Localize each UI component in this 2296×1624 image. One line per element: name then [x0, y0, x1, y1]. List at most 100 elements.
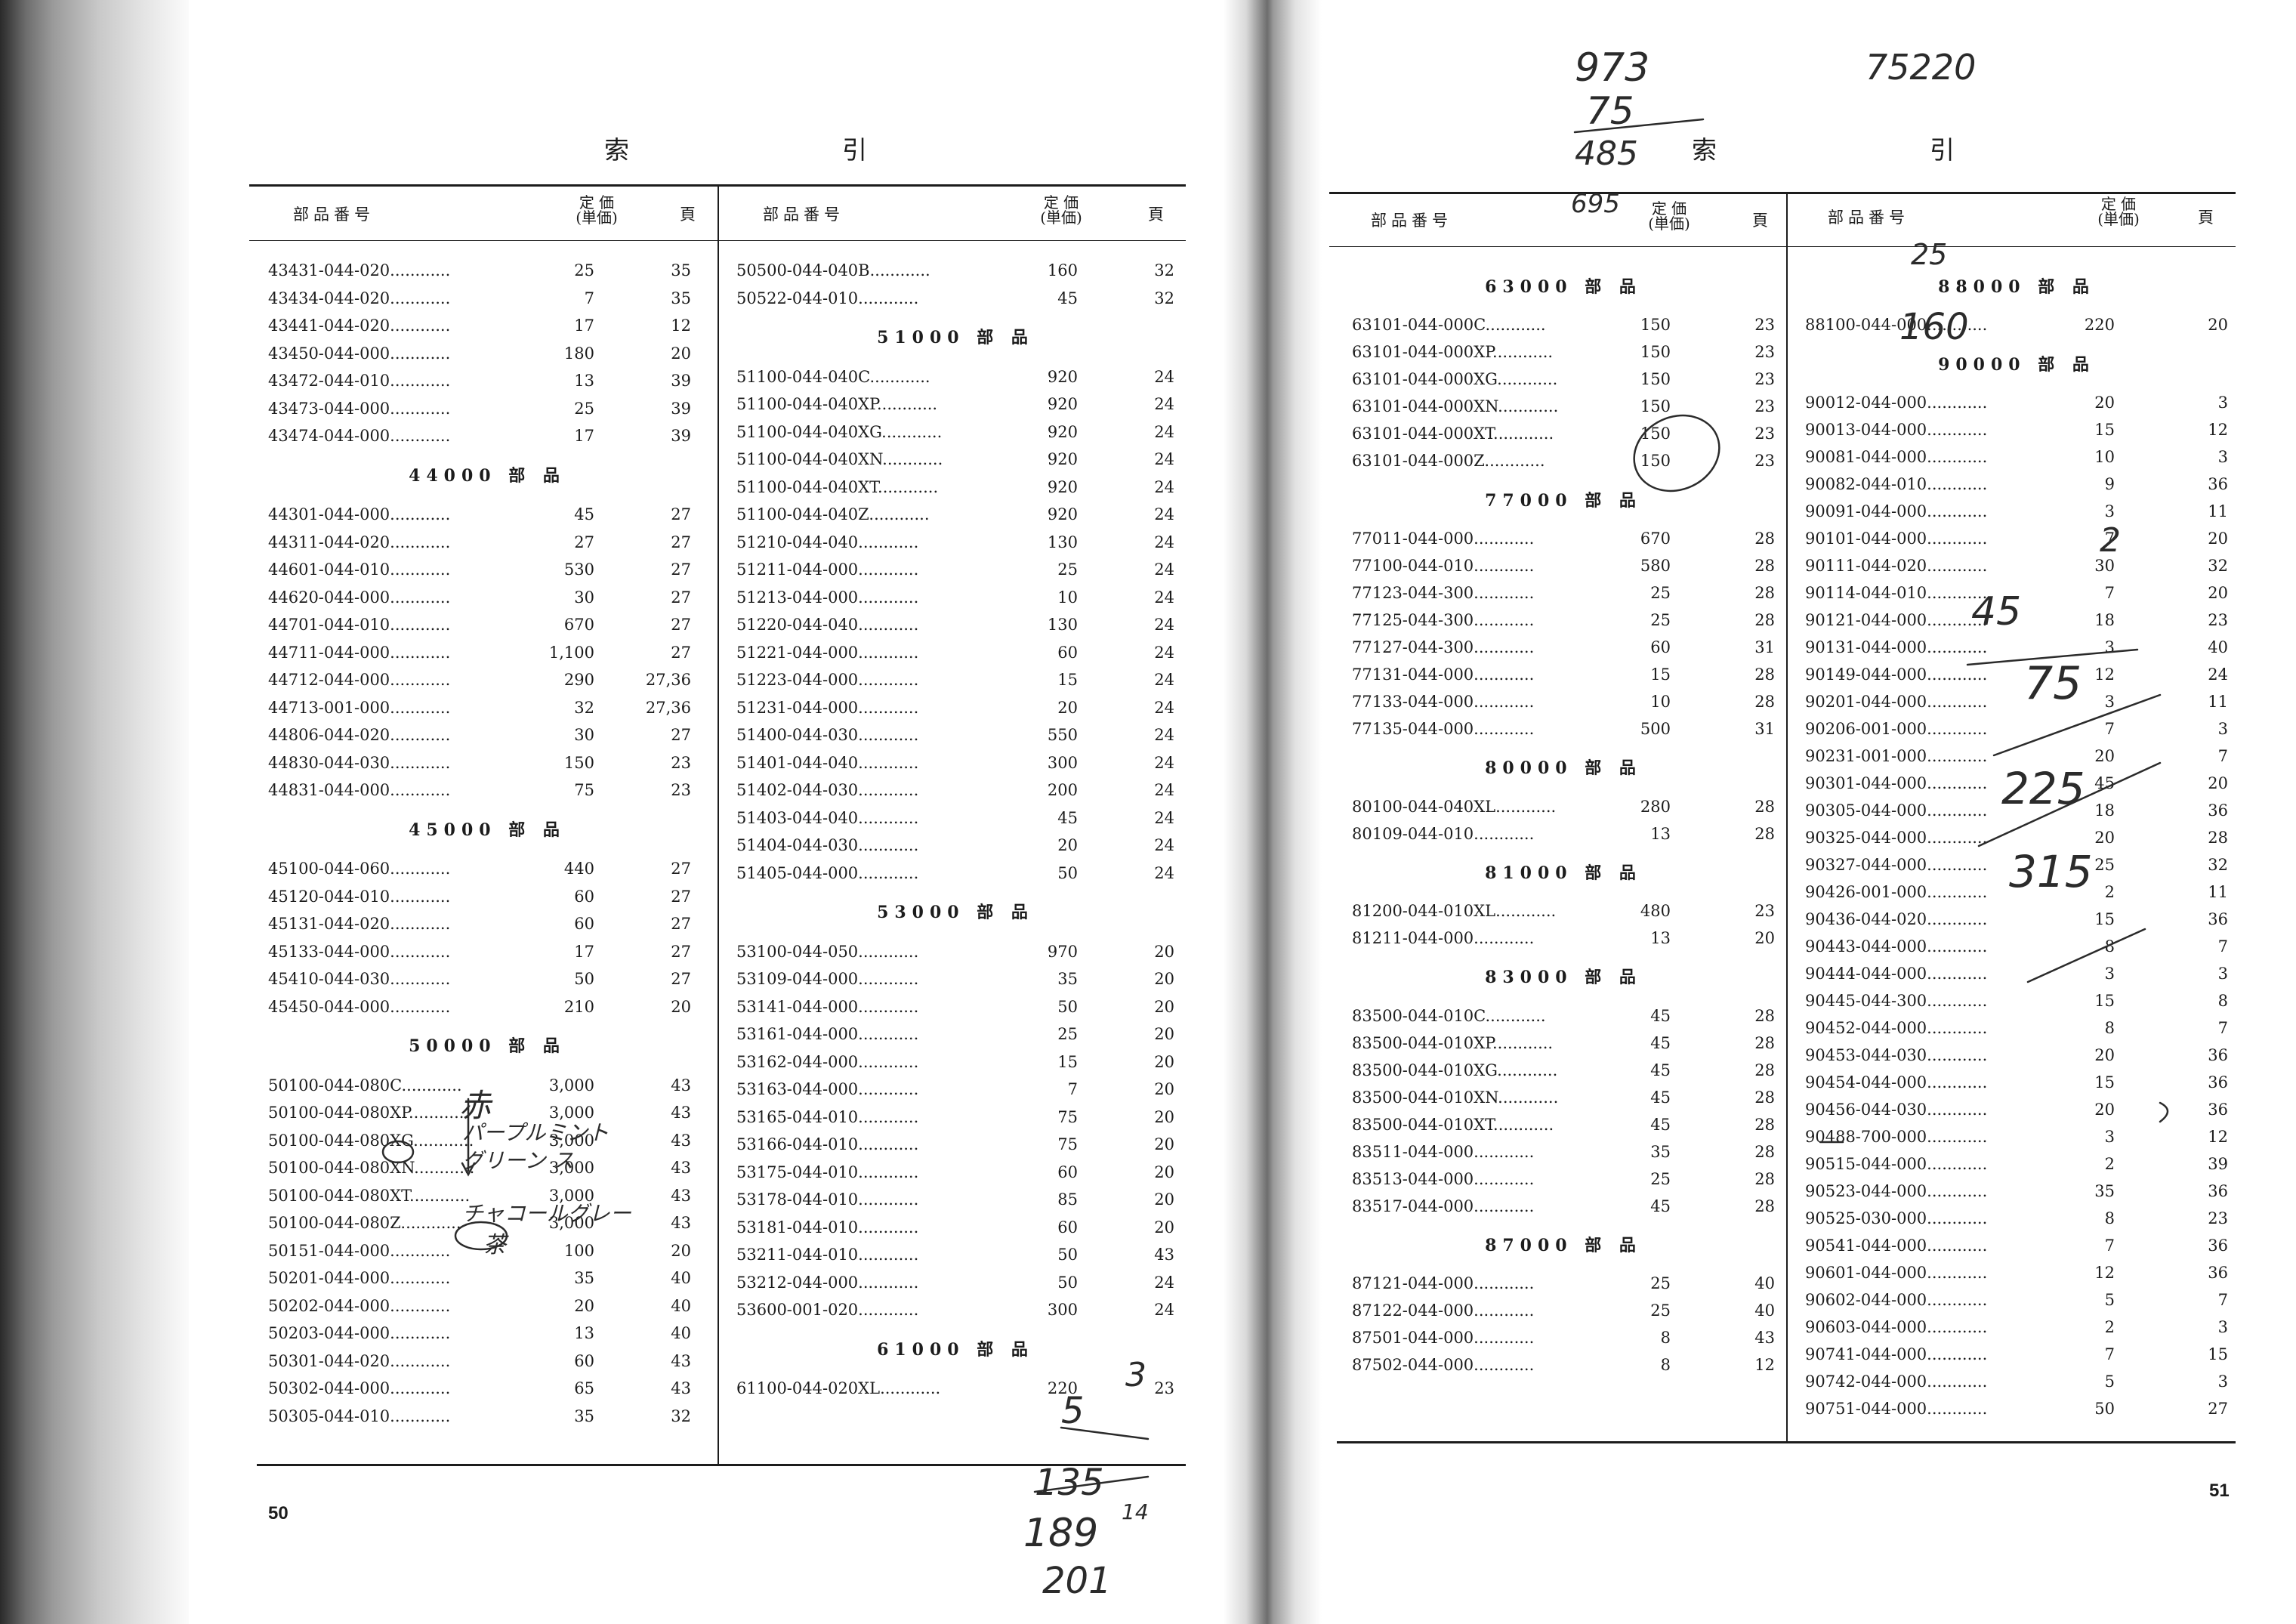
unit-price: 210: [563, 997, 594, 1016]
handwritten-number: 75: [1586, 89, 1634, 133]
unit-price: 8: [2104, 1209, 2115, 1227]
part-number: 50500-044-040B............: [736, 261, 930, 279]
page-reference: 27: [671, 616, 691, 634]
unit-price: 60: [1057, 1218, 1078, 1237]
part-number: 87122-044-000............: [1352, 1301, 1535, 1320]
page-reference: 20: [1154, 970, 1174, 989]
page-reference: 20: [1154, 942, 1174, 961]
part-number: 81211-044-000............: [1352, 929, 1535, 948]
part-number: 51231-044-000............: [736, 698, 919, 717]
page-reference: 3: [2217, 965, 2228, 983]
part-number: 90523-044-000............: [1805, 1182, 1988, 1200]
page-reference: 28: [1754, 824, 1775, 843]
part-number: 77131-044-000............: [1352, 665, 1535, 684]
part-number: 50202-044-000............: [268, 1296, 451, 1315]
unit-price: 25: [1057, 1025, 1078, 1044]
unit-price: 160: [1047, 261, 1078, 279]
part-number: 53109-044-000............: [736, 970, 919, 989]
page-reference: 23: [1754, 425, 1775, 443]
page-reference: 24: [1154, 533, 1174, 551]
page-reference: 39: [671, 399, 691, 418]
unit-price: 970: [1047, 942, 1078, 961]
unit-price: 35: [1650, 1142, 1671, 1161]
page-reference: 28: [1754, 611, 1775, 629]
part-number: 44711-044-000............: [268, 643, 451, 662]
part-number: 88100-044-000............: [1805, 316, 1988, 335]
unit-price: 15: [2094, 992, 2115, 1010]
unit-price: 35: [1057, 970, 1078, 989]
page-reference: 24: [1154, 808, 1174, 827]
unit-price: 920: [1047, 450, 1078, 469]
part-number: 51100-044-040C............: [736, 367, 930, 386]
page-title: 索 引: [604, 135, 869, 165]
part-number: 43431-044-020............: [268, 261, 451, 279]
page-reference: 24: [1154, 863, 1174, 882]
page-reference: 24: [1154, 367, 1174, 386]
section-heading: 50000 部 品: [409, 1036, 566, 1057]
unit-price: 20: [2094, 1046, 2115, 1064]
part-number: 77135-044-000............: [1352, 720, 1535, 738]
handwritten-sum: 201: [1042, 1560, 1112, 1602]
unit-price: 150: [1640, 425, 1671, 443]
page-reference: 28: [1754, 1169, 1775, 1188]
part-number: 90453-044-030............: [1805, 1046, 1988, 1064]
page-reference: 35: [671, 289, 691, 307]
page-reference: 27: [671, 860, 691, 878]
right-page: 索 引 部品番号 定 価 (単価) 頁 部品番号 定 価 (単価) 頁 6300…: [1329, 0, 2236, 1624]
part-number: 51211-044-000............: [736, 560, 919, 579]
handwritten-sum: 189: [1023, 1511, 1099, 1556]
unit-price: 300: [1047, 753, 1078, 772]
unit-price: 5: [2104, 1372, 2115, 1391]
handwritten-number: 3: [1125, 1356, 1146, 1394]
unit-price: 220: [1047, 1379, 1078, 1398]
unit-price: 25: [574, 399, 594, 418]
page-reference: 7: [2217, 1291, 2228, 1309]
handwritten-number: 225: [2001, 763, 2085, 814]
unit-price: 20: [2094, 394, 2115, 412]
unit-price: 32: [574, 698, 594, 717]
unit-price: 3,000: [548, 1104, 594, 1122]
part-number: 45410-044-030............: [268, 970, 451, 989]
page-header: 頁: [680, 205, 696, 224]
unit-price: 25: [2094, 856, 2115, 874]
unit-price: 2: [2104, 883, 2115, 901]
part-number: 83513-044-000............: [1352, 1169, 1535, 1188]
unit-price: 200: [1047, 781, 1078, 800]
page-reference: 27: [671, 915, 691, 934]
unit-price: 13: [574, 1324, 594, 1343]
unit-price: 1,100: [548, 643, 594, 662]
unit-price: 290: [563, 671, 594, 690]
page-reference: 24: [1154, 616, 1174, 634]
page-reference: 20: [671, 1241, 691, 1260]
section-heading: 87000 部 品: [1485, 1236, 1642, 1255]
left-page: 索 引 部品番号 定 価 (単価) 頁 部品番号 定 価 (単価) 頁 4343…: [249, 0, 1186, 1624]
part-number: 87502-044-000............: [1352, 1356, 1535, 1375]
part-number: 90452-044-000............: [1805, 1019, 1988, 1037]
unit-price: 150: [1640, 370, 1671, 389]
